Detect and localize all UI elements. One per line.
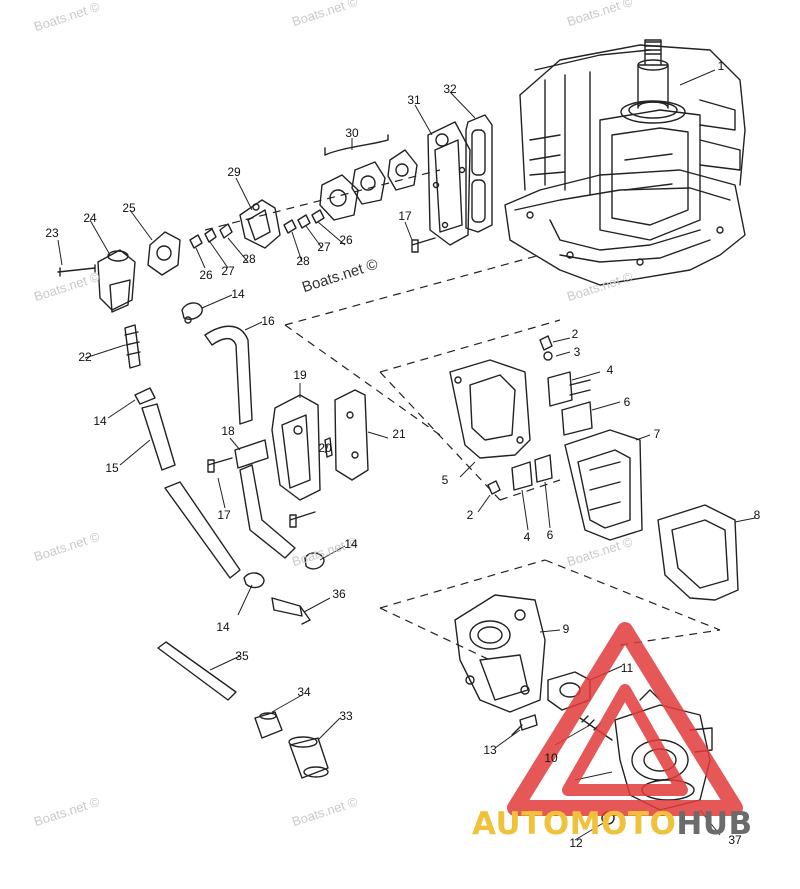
gasket-32 — [465, 114, 493, 233]
bolt-20 — [324, 437, 333, 458]
brand-triangle-logo — [507, 622, 743, 816]
callout-27: 27 — [317, 240, 331, 254]
callout-11: 11 — [620, 661, 634, 675]
gasket-25 — [147, 231, 181, 276]
exhaust-cover-31 — [427, 121, 471, 246]
bolt-17-lower — [207, 457, 316, 528]
reed-block-7 — [564, 429, 643, 541]
callout-7: 7 — [653, 427, 661, 441]
callout-28: 28 — [296, 254, 310, 268]
callout-18: 18 — [221, 424, 235, 438]
callout-32: 32 — [443, 82, 457, 96]
callout-6: 6 — [546, 528, 554, 542]
hose-lower-right — [239, 464, 296, 559]
callout-28: 28 — [242, 252, 256, 266]
callout-27: 27 — [221, 264, 235, 278]
clamp-14-lower — [243, 552, 325, 589]
callout-3: 3 — [573, 345, 581, 359]
callout-10: 10 — [544, 751, 558, 765]
screw-22 — [124, 324, 141, 369]
callout-14: 14 — [344, 537, 358, 551]
callout-2: 2 — [571, 327, 579, 341]
reed-stops — [547, 371, 593, 436]
callout-30: 30 — [345, 126, 359, 140]
callout-20: 20 — [318, 441, 332, 455]
callout-22: 22 — [78, 350, 92, 364]
callout-34: 34 — [297, 685, 311, 699]
callout-17: 17 — [398, 209, 412, 223]
callout-31: 31 — [407, 93, 421, 107]
screw-23 — [57, 264, 96, 277]
callout-25: 25 — [122, 201, 136, 215]
callout-23: 23 — [45, 226, 59, 240]
intake-plate-5 — [449, 359, 531, 459]
callout-19: 19 — [293, 368, 307, 382]
bolt-17-upper — [411, 237, 436, 253]
clamp-14-top — [181, 302, 203, 324]
callout-17: 17 — [217, 508, 231, 522]
grommet-34 — [254, 711, 283, 739]
intake-manifold-9 — [454, 594, 546, 713]
callout-12: 12 — [569, 836, 583, 850]
screw-2-3-upper — [539, 335, 553, 361]
reed-parts-lower — [487, 454, 553, 495]
clamp-14-left — [134, 387, 156, 405]
callout-35: 35 — [235, 649, 249, 663]
callout-24: 24 — [83, 211, 97, 225]
thermostat-gaskets-30 — [319, 134, 418, 221]
tube-35 — [157, 641, 237, 701]
fitting-24 — [97, 249, 136, 313]
hose-16 — [204, 325, 253, 425]
callout-26: 26 — [339, 233, 353, 247]
callout-1: 1 — [717, 59, 725, 73]
brand-text-part1: AUTOMOTO — [472, 806, 677, 842]
thermostat-housing-29 — [239, 199, 281, 249]
small-screws — [189, 209, 325, 249]
brand-logo: AUTOMOTOHUB — [472, 806, 753, 842]
callout-21: 21 — [392, 427, 406, 441]
callout-29: 29 — [227, 165, 241, 179]
callout-8: 8 — [753, 508, 761, 522]
powerhead-block — [504, 39, 746, 286]
callout-2: 2 — [466, 508, 474, 522]
gasket-21 — [334, 389, 369, 481]
callout-4: 4 — [523, 530, 531, 544]
callout-36: 36 — [332, 587, 346, 601]
callout-16: 16 — [261, 314, 275, 328]
callout-9: 9 — [562, 622, 570, 636]
callout-14: 14 — [216, 620, 230, 634]
block-19 — [271, 394, 321, 501]
grommet-33 — [288, 736, 329, 779]
callout-14: 14 — [93, 414, 107, 428]
callout-37: 37 — [728, 833, 742, 847]
callout-6: 6 — [623, 395, 631, 409]
callout-26: 26 — [199, 268, 213, 282]
brand-text-part2: HUB — [676, 806, 753, 842]
callout-14: 14 — [231, 287, 245, 301]
fitting-36 — [271, 597, 311, 625]
grommet-18 — [234, 439, 269, 469]
callout-4: 4 — [606, 363, 614, 377]
gasket-8 — [657, 504, 739, 601]
callout-15: 15 — [105, 461, 119, 475]
screw-13 — [511, 714, 538, 736]
callout-33: 33 — [339, 709, 353, 723]
callout-5: 5 — [441, 473, 449, 487]
callout-13: 13 — [483, 743, 497, 757]
hose-15 — [141, 403, 241, 579]
